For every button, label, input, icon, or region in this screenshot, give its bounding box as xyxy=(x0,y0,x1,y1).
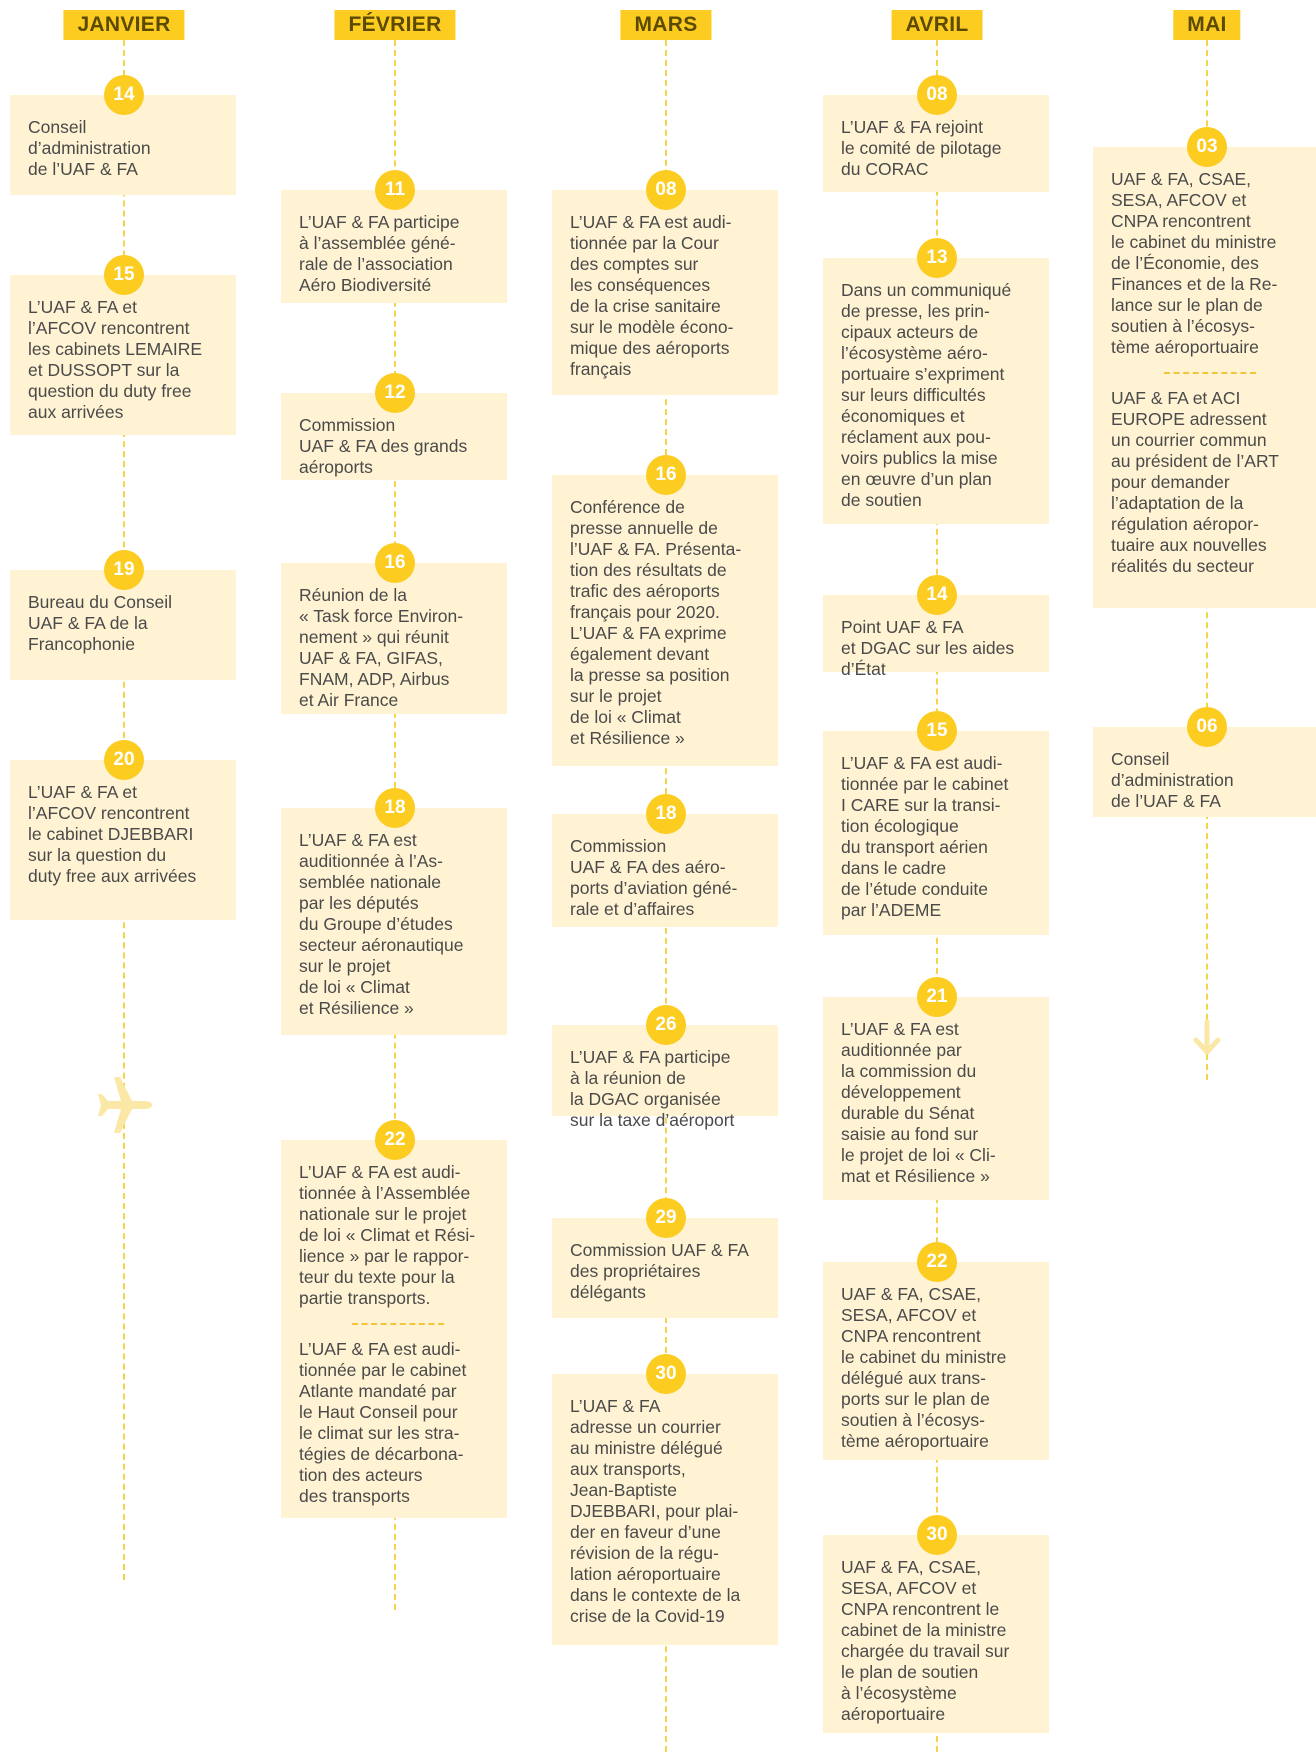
date-badge: 14 xyxy=(104,75,144,115)
event-card: Point UAF & FA et DGAC sur les aides d’É… xyxy=(823,595,1049,679)
month-header: JANVIER xyxy=(63,10,185,40)
airplane-icon xyxy=(94,1075,154,1140)
month-column: AVRIL L’UAF & FA rejoint le comité de pil… xyxy=(823,0,1051,1752)
month-header: FÉVRIER xyxy=(334,10,456,40)
event-text: L’UAF & FA rejoint le comité de pilotage… xyxy=(841,117,1002,179)
event-text: Conseil d’administration de l’UAF & FA xyxy=(1111,749,1234,811)
event-text: UAF & FA, CSAE, SESA, AFCOV et CNPA renc… xyxy=(841,1557,1010,1724)
event-text: L’UAF & FA participe à la réunion de la … xyxy=(570,1047,735,1130)
date-badge: 26 xyxy=(646,1005,686,1045)
event-card: L’UAF & FA adresse un courrier au minist… xyxy=(552,1374,778,1645)
date-badge: 13 xyxy=(917,238,957,278)
date-badge: 22 xyxy=(375,1120,415,1160)
event-text: Réunion de la « Task force Environ- neme… xyxy=(299,585,464,710)
date-badge: 08 xyxy=(917,75,957,115)
date-badge: 21 xyxy=(917,977,957,1017)
event-card: UAF & FA, CSAE, SESA, AFCOV et CNPA renc… xyxy=(823,1535,1049,1733)
date-badge: 06 xyxy=(1187,707,1227,747)
event-text: Dans un communiqué de presse, les prin- … xyxy=(841,280,1012,510)
month-header: MARS xyxy=(620,10,712,40)
event-card: Conférence de presse annuelle de l’UAF &… xyxy=(552,475,778,766)
event-text: Commission UAF & FA des grands aéroports xyxy=(299,415,468,477)
event-text: Bureau du Conseil UAF & FA de la Francop… xyxy=(28,592,172,654)
event-text: UAF & FA, CSAE, SESA, AFCOV et CNPA renc… xyxy=(841,1284,1007,1451)
date-badge: 30 xyxy=(917,1515,957,1555)
event-text: L’UAF & FA est audi- tionnée à l’Assembl… xyxy=(299,1162,476,1308)
event-text: UAF & FA, CSAE, SESA, AFCOV et CNPA renc… xyxy=(1111,169,1278,357)
date-badge: 18 xyxy=(646,794,686,834)
date-badge: 20 xyxy=(104,740,144,780)
event-card: L’UAF & FA est audi- tionnée par la Cour… xyxy=(552,190,778,395)
event-text: L’UAF & FA et l’AFCOV rencontrent les ca… xyxy=(28,297,203,422)
arrow-down-icon xyxy=(1192,1019,1222,1065)
event-card: L’UAF & FA est audi- tionnée par le cabi… xyxy=(823,731,1049,935)
month-header: AVRIL xyxy=(891,10,983,40)
event-card: L’UAF & FA est audi- tionnée à l’Assembl… xyxy=(281,1140,507,1518)
event-separator xyxy=(1164,372,1256,374)
date-badge: 18 xyxy=(375,788,415,828)
event-card: Réunion de la « Task force Environ- neme… xyxy=(281,563,507,714)
date-badge: 30 xyxy=(646,1354,686,1394)
event-card: Dans un communiqué de presse, les prin- … xyxy=(823,258,1049,524)
event-text: L’UAF & FA est auditionnée à l’As- sembl… xyxy=(299,830,464,1018)
date-badge: 15 xyxy=(104,255,144,295)
date-badge: 16 xyxy=(646,455,686,495)
date-badge: 22 xyxy=(917,1242,957,1282)
event-card: L’UAF & FA est auditionnée à l’As- sembl… xyxy=(281,808,507,1035)
date-badge: 19 xyxy=(104,550,144,590)
date-badge: 29 xyxy=(646,1198,686,1238)
event-text: Conseil d’administration de l’UAF & FA xyxy=(28,117,151,179)
event-card: Conseil d’administration de l’UAF & FA xyxy=(1093,727,1316,817)
event-text: Commission UAF & FA des propriétaires dé… xyxy=(570,1240,749,1302)
event-separator xyxy=(352,1323,444,1325)
event-text: L’UAF & FA est audi- tionnée par le cabi… xyxy=(841,753,1009,920)
event-text: L’UAF & FA participe à l’assemblée géné-… xyxy=(299,212,460,295)
month-column: JANVIER Conseil d’administration de l’UAF… xyxy=(10,0,238,1752)
date-badge: 15 xyxy=(917,711,957,751)
date-badge: 08 xyxy=(646,170,686,210)
event-text: L’UAF & FA et l’AFCOV rencontrent le cab… xyxy=(28,782,197,886)
event-card: UAF & FA, CSAE, SESA, AFCOV et CNPA renc… xyxy=(823,1262,1049,1460)
event-card: L’UAF & FA est auditionnée par la commis… xyxy=(823,997,1049,1200)
event-text: L’UAF & FA est audi- tionnée par le cabi… xyxy=(299,1339,467,1506)
event-text: L’UAF & FA est audi- tionnée par la Cour… xyxy=(570,212,734,379)
date-badge: 03 xyxy=(1187,127,1227,167)
date-badge: 16 xyxy=(375,543,415,583)
event-text: Point UAF & FA et DGAC sur les aides d’É… xyxy=(841,617,1015,679)
event-card: L’UAF & FA et l’AFCOV rencontrent le cab… xyxy=(10,760,236,920)
event-text: L’UAF & FA est auditionnée par la commis… xyxy=(841,1019,996,1186)
date-badge: 14 xyxy=(917,575,957,615)
event-text: UAF & FA et ACI EUROPE adressent un cour… xyxy=(1111,388,1279,576)
month-column: MARS L’UAF & FA est audi- tionnée par la … xyxy=(552,0,780,1752)
event-card: L’UAF & FA et l’AFCOV rencontrent les ca… xyxy=(10,275,236,435)
event-text: L’UAF & FA adresse un courrier au minist… xyxy=(570,1396,741,1626)
event-text: Conférence de presse annuelle de l’UAF &… xyxy=(570,497,742,748)
date-badge: 12 xyxy=(375,373,415,413)
event-card: UAF & FA, CSAE, SESA, AFCOV et CNPA renc… xyxy=(1093,147,1316,608)
month-column: FÉVRIER L’UAF & FA participe à l’assemblé… xyxy=(281,0,509,1752)
event-card: L’UAF & FA participe à l’assemblée géné-… xyxy=(281,190,507,303)
month-column: MAI UAF & FA, CSAE, SESA, AFCOV et CNPA r… xyxy=(1093,0,1316,1752)
month-header: MAI xyxy=(1173,10,1241,40)
event-text: Commission UAF & FA des aéro- ports d’av… xyxy=(570,836,738,919)
date-badge: 11 xyxy=(375,170,415,210)
